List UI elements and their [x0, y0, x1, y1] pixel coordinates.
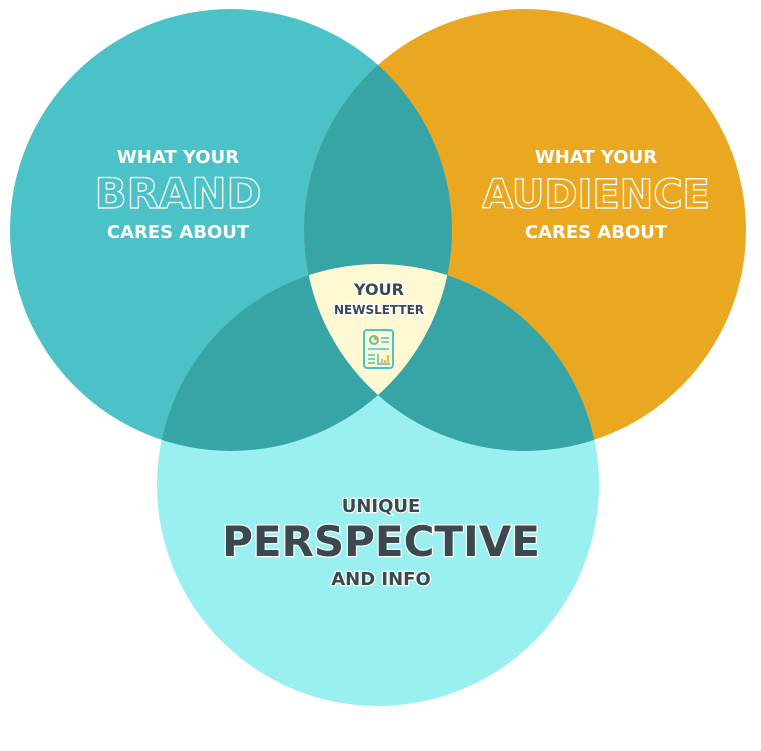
perspective-title: PERSPECTIVE — [222, 517, 540, 566]
audience-perspective-overlap — [304, 264, 599, 451]
newsletter-report-icon — [363, 329, 394, 369]
brand-line1: WHAT YOUR — [117, 147, 239, 168]
audience-label: WHAT YOUR AUDIENCE CARES ABOUT — [481, 147, 710, 243]
audience-line3: CARES ABOUT — [525, 222, 668, 243]
center-line1: YOUR — [353, 280, 404, 299]
brand-perspective-overlap — [157, 264, 452, 451]
perspective-label: UNIQUE PERSPECTIVE AND INFO — [221, 495, 541, 592]
perspective-line1: UNIQUE — [342, 496, 421, 517]
center-label: YOUR NEWSLETTER — [333, 279, 426, 319]
brand-line3: CARES ABOUT — [107, 222, 250, 243]
audience-title: AUDIENCE — [482, 172, 710, 218]
brand-label: WHAT YOUR BRAND CARES ABOUT — [94, 147, 262, 243]
audience-line1: WHAT YOUR — [535, 147, 657, 168]
center-line2: NEWSLETTER — [334, 303, 424, 317]
perspective-line3: AND INFO — [331, 569, 431, 590]
brand-title: BRAND — [95, 169, 262, 218]
